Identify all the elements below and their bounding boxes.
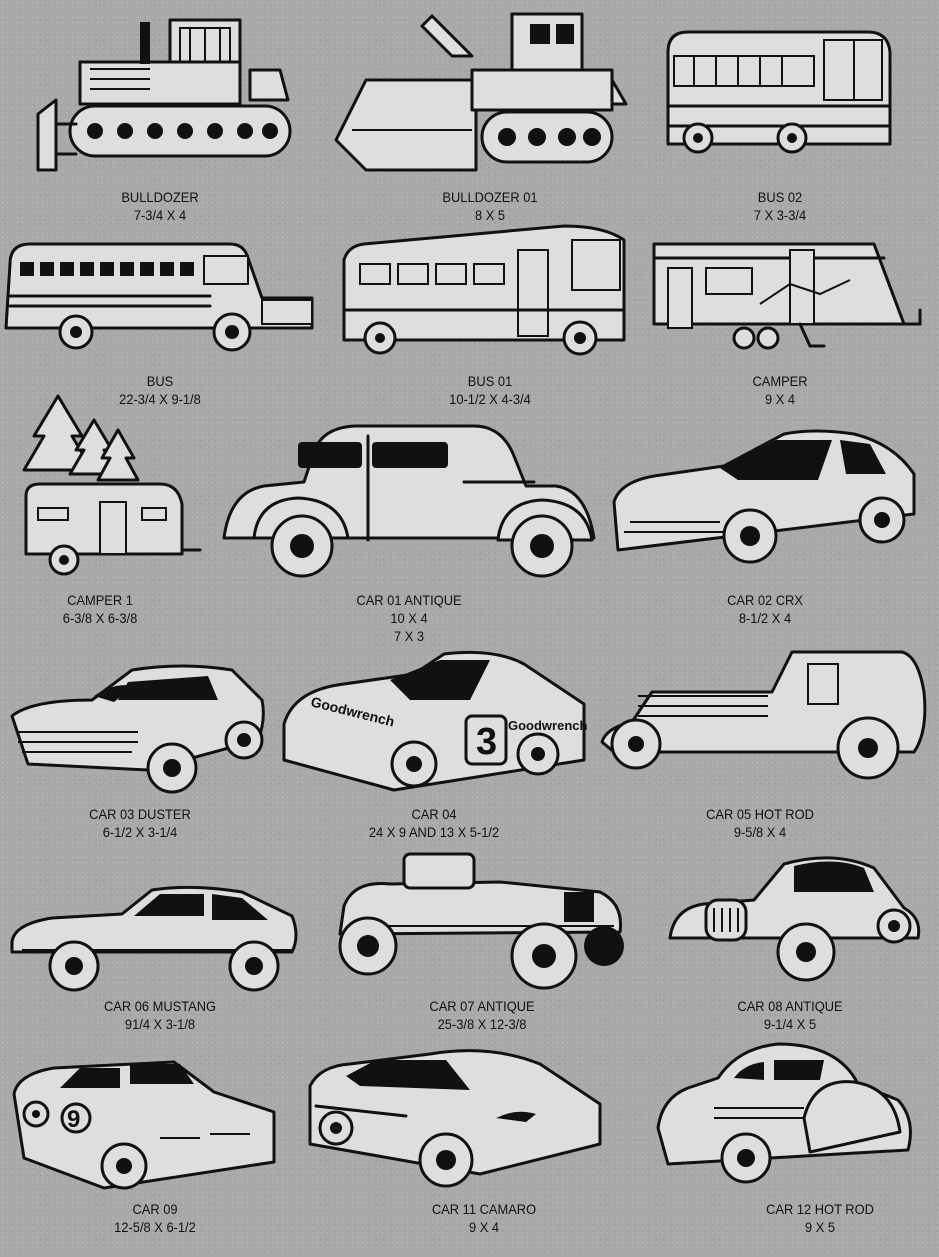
sponsor-decal: Goodwrench bbox=[508, 718, 588, 733]
school-bus-icon bbox=[4, 242, 314, 352]
car-number-decal: 9 bbox=[67, 1106, 80, 1133]
bulldozer-icon bbox=[334, 12, 628, 172]
item-size: 24 X 9 AND 13 X 5-1/2 bbox=[368, 824, 500, 840]
stock-car-icon: 9 bbox=[12, 1060, 276, 1190]
bus-icon bbox=[666, 30, 892, 154]
antique-car-icon bbox=[222, 424, 596, 578]
item-name: BUS 02 bbox=[757, 189, 803, 205]
item-name: CAR 07 ANTIQUE bbox=[429, 998, 535, 1014]
item-size: 25-3/8 X 12-3/8 bbox=[437, 1016, 527, 1032]
item-size: 9 X 5 bbox=[804, 1219, 836, 1235]
item-name: CAR 08 ANTIQUE bbox=[737, 998, 843, 1014]
item-name: CAMPER 1 bbox=[67, 592, 133, 608]
item-name: CAR 09 bbox=[132, 1201, 178, 1217]
camper-trees-icon bbox=[22, 394, 202, 576]
item-caption: CAR 06 MUSTANG 91/4 X 3-1/8 bbox=[86, 997, 233, 1033]
item-size: 91/4 X 3-1/8 bbox=[124, 1016, 196, 1032]
item-caption: CAR 01 ANTIQUE 10 X 4 7 X 3 bbox=[317, 591, 501, 645]
item-caption: CAMPER 1 6-3/8 X 6-3/8 bbox=[31, 591, 169, 627]
item-caption: BUS 01 10-1/2 X 4-3/4 bbox=[398, 372, 582, 408]
item-size: 8 X 5 bbox=[474, 207, 506, 223]
item-name: CAMPER bbox=[752, 373, 808, 389]
item-name: BULLDOZER 01 bbox=[442, 189, 538, 205]
item-name: CAR 11 CAMARO bbox=[431, 1201, 537, 1217]
car-number-decal: 3 bbox=[476, 721, 497, 763]
item-name: BUS 01 bbox=[467, 373, 513, 389]
bus-icon bbox=[342, 224, 626, 356]
item-size: 9-1/4 X 5 bbox=[763, 1016, 817, 1032]
item-caption: CAR 05 HOT ROD 9-5/8 X 4 bbox=[686, 805, 833, 841]
item-caption: CAR 04 24 X 9 AND 13 X 5-1/2 bbox=[328, 805, 540, 841]
item-size: 10-1/2 X 4-3/4 bbox=[449, 391, 531, 407]
item-caption: CAR 03 DUSTER 6-1/2 X 3-1/4 bbox=[66, 805, 213, 841]
item-caption: CAR 07 ANTIQUE 25-3/8 X 12-3/8 bbox=[390, 997, 574, 1033]
item-caption: CAR 12 HOT ROD 9 X 5 bbox=[746, 1200, 893, 1236]
item-size: 9 X 4 bbox=[468, 1219, 500, 1235]
item-size: 6-3/8 X 6-3/8 bbox=[62, 610, 138, 626]
item-name: BULLDOZER bbox=[121, 189, 199, 205]
item-caption: CAR 11 CAMARO 9 X 4 bbox=[392, 1200, 576, 1236]
item-name: CAR 05 HOT ROD bbox=[706, 806, 814, 822]
antique-car-icon bbox=[668, 856, 921, 982]
coupe-car-icon bbox=[10, 885, 298, 992]
item-caption: BUS 22-3/4 X 9-1/8 bbox=[68, 372, 252, 408]
hatchback-car-icon bbox=[612, 429, 916, 564]
item-name: CAR 03 DUSTER bbox=[89, 806, 191, 822]
hot-rod-icon bbox=[656, 1042, 912, 1184]
item-size: 12-5/8 X 6-1/2 bbox=[114, 1219, 196, 1235]
item-size: 10 X 4 bbox=[390, 610, 428, 626]
item-name: CAR 06 MUSTANG bbox=[103, 998, 217, 1014]
roadster-icon bbox=[338, 852, 624, 990]
sports-car-icon bbox=[308, 1049, 602, 1188]
bulldozer-icon bbox=[36, 18, 292, 172]
item-caption: CAR 09 12-5/8 X 6-1/2 bbox=[81, 1200, 228, 1236]
item-size: 9 X 4 bbox=[764, 391, 796, 407]
item-name: CAR 02 CRX bbox=[727, 592, 803, 608]
item-caption: BULLDOZER 01 8 X 5 bbox=[421, 188, 559, 224]
hot-rod-icon bbox=[600, 650, 927, 780]
item-size: 9-5/8 X 4 bbox=[733, 824, 787, 840]
item-size: 22-3/4 X 9-1/8 bbox=[119, 391, 201, 407]
item-name: CAR 01 ANTIQUE bbox=[356, 592, 462, 608]
item-size: 7 X 3-3/4 bbox=[753, 207, 807, 223]
item-size: 6-1/2 X 3-1/4 bbox=[102, 824, 178, 840]
item-name: CAR 12 HOT ROD bbox=[766, 1201, 874, 1217]
camper-trailer-icon bbox=[652, 242, 922, 350]
item-size-alt: 7 X 3 bbox=[393, 628, 425, 644]
item-caption: CAR 08 ANTIQUE 9-1/4 X 5 bbox=[716, 997, 863, 1033]
race-car-icon: Goodwrench 3 Goodwrench bbox=[282, 650, 588, 792]
item-caption: BULLDOZER 7-3/4 X 4 bbox=[68, 188, 252, 224]
item-caption: CAR 02 CRX 8-1/2 X 4 bbox=[691, 591, 838, 627]
item-name: CAR 04 bbox=[411, 806, 457, 822]
item-caption: BUS 02 7 X 3-3/4 bbox=[706, 188, 853, 224]
item-size: 8-1/2 X 4 bbox=[738, 610, 792, 626]
item-name: BUS bbox=[146, 373, 174, 389]
item-size: 7-3/4 X 4 bbox=[133, 207, 187, 223]
item-caption: CAMPER 9 X 4 bbox=[706, 372, 853, 408]
muscle-car-icon bbox=[10, 664, 265, 794]
